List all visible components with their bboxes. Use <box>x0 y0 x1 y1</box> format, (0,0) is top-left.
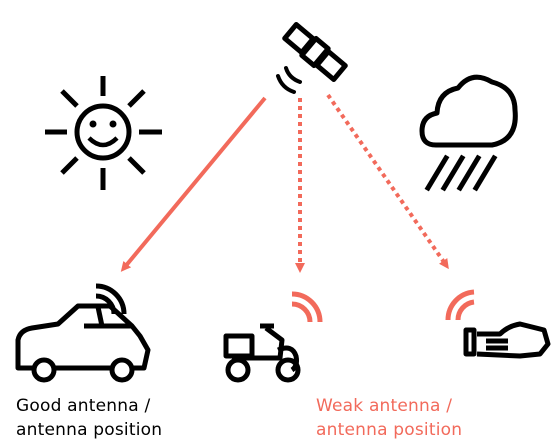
caption-good-antenna: Good antenna / antenna position <box>16 394 162 442</box>
car-icon <box>15 303 151 383</box>
caption-good-line2: antenna position <box>16 420 163 440</box>
solid-arrow-to-car <box>120 96 267 272</box>
sun-smiley-icon <box>45 76 162 190</box>
caption-weak-line1: Weak antenna / <box>316 396 453 416</box>
satellite-icon <box>276 22 348 94</box>
scooter-icon <box>223 323 301 383</box>
dotted-arrow-to-wrist <box>326 93 449 270</box>
wrist-device-icon <box>463 321 551 359</box>
caption-weak-line2: antenna position <box>316 420 463 440</box>
signal-waves-icon <box>291 291 323 323</box>
signal-waves-icon <box>95 283 127 315</box>
rain-cloud-icon <box>419 74 518 192</box>
caption-good-line1: Good antenna / <box>16 396 151 416</box>
caption-weak-antenna: Weak antenna / antenna position <box>316 394 462 442</box>
signal-paths <box>120 93 449 273</box>
signal-waves-icon <box>445 289 475 321</box>
